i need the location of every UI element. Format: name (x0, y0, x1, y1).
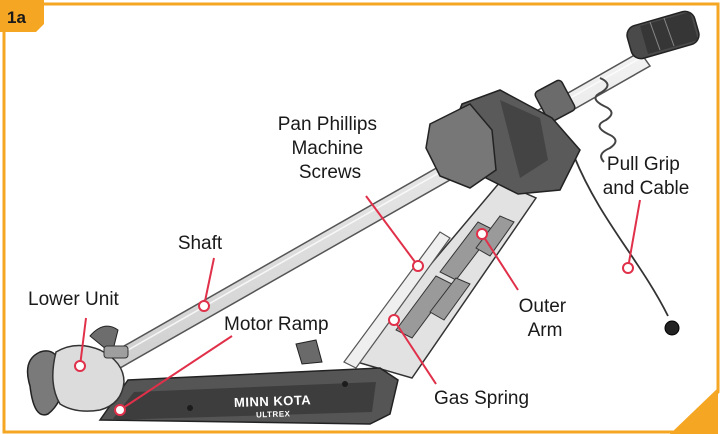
dot-outer-arm (476, 228, 488, 240)
leader-motor-ramp (119, 335, 233, 411)
label-pull-grip: Pull Grip and Cable (603, 154, 690, 199)
figure-corner-accent (670, 388, 718, 434)
collar-part (534, 79, 576, 123)
leader-lines (79, 195, 641, 411)
label-motor-ramp: Motor Ramp (224, 314, 329, 335)
leader-gas-spring (393, 319, 437, 385)
dot-lower-unit (74, 360, 86, 372)
leader-outer-arm (481, 233, 519, 291)
pull-cable (573, 155, 669, 317)
figure-tag: 1a (7, 8, 26, 27)
label-lower-unit: Lower Unit (28, 289, 120, 310)
motor-head-part (626, 10, 700, 60)
leader-pan-phillips (365, 195, 419, 267)
coiled-cable (594, 77, 617, 163)
model-label: ULTREX (256, 409, 291, 419)
dot-shaft (198, 300, 210, 312)
label-pan-phillips: Pan Phillips Machine Screws (278, 114, 383, 183)
motor-housing-part (425, 89, 581, 195)
label-shaft: Shaft (178, 233, 223, 254)
lower-unit-part (26, 325, 129, 416)
label-outer-arm: Outer Arm (519, 296, 572, 341)
figure-tag-badge (0, 0, 44, 32)
label-gas-spring: Gas Spring (434, 388, 529, 409)
brand-label: MINN KOTA (234, 392, 312, 410)
dot-motor-ramp (114, 404, 126, 416)
leader-shaft (203, 257, 215, 307)
leader-lower-unit (79, 317, 87, 367)
dot-pull-grip (622, 262, 634, 274)
dot-gas-spring (388, 314, 400, 326)
dot-pan-phillips (412, 260, 424, 272)
pull-grip-knob (664, 320, 680, 336)
leader-dots (74, 228, 634, 416)
motor-ramp-part: MINN KOTA ULTREX (98, 339, 399, 425)
leader-pull-grip (627, 199, 641, 269)
